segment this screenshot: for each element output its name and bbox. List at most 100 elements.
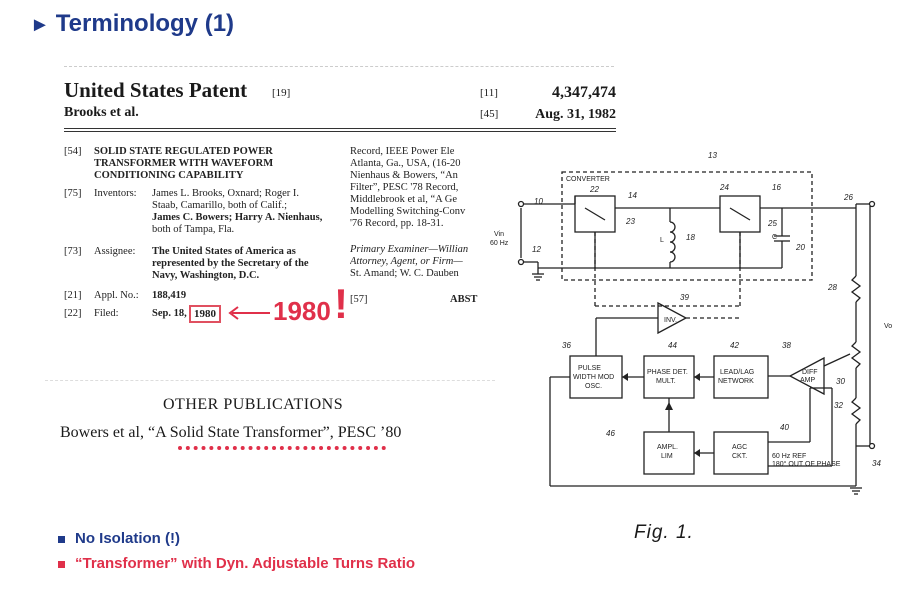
examiner-line: St. Amand; W. C. Dauben <box>350 268 459 279</box>
ref-number: 13 <box>708 151 717 160</box>
resistor-28 <box>850 275 862 303</box>
ref-number: 23 <box>625 217 635 226</box>
filed-date: Sep. 18, <box>152 308 187 319</box>
examiner-line: Primary Examiner—Willian <box>350 244 469 255</box>
ref-number: 14 <box>628 191 637 200</box>
bullet-text: “Transformer” with Dyn. Adjustable Turns… <box>75 555 416 572</box>
ref-line: Nienhaus & Bowers, “An <box>350 170 458 181</box>
bullet-square-icon <box>58 535 65 543</box>
ampl-label: LIM <box>661 453 673 460</box>
phase-detector-block <box>643 355 695 399</box>
pwm-label: PULSE <box>578 365 601 372</box>
field-line: James C. Bowers; Harry A. Nienhaus, <box>152 212 323 223</box>
ref-number: 39 <box>680 293 689 302</box>
field-line: Staab, Camarillo, both of Calif.; <box>152 200 288 211</box>
field-label: Appl. No.: <box>94 290 139 301</box>
field-line: James L. Brooks, Oxnard; Roger I. <box>152 188 299 199</box>
ref-number: 25 <box>767 219 777 228</box>
header-rule <box>64 131 616 132</box>
abstract-label: ABST <box>450 294 478 305</box>
slide-title-text: Terminology (1) <box>55 10 235 37</box>
bullet-square-icon <box>58 560 65 568</box>
ref-note: 60 Hz REF <box>772 453 806 460</box>
pwm-label: WIDTH MOD <box>573 374 614 381</box>
ref-number: 32 <box>834 401 843 410</box>
bullet-text: No Isolation (!) <box>75 530 180 547</box>
field-tag: [54] <box>64 146 82 157</box>
ref-number: 16 <box>772 183 781 192</box>
diff-label: AMP <box>800 377 816 384</box>
lead-label: NETWORK <box>718 378 754 385</box>
field-line: represented by the Secretary of the <box>152 258 309 269</box>
field-label: Inventors: <box>94 188 137 199</box>
phase-label: MULT. <box>656 378 676 385</box>
l-label: L <box>660 237 664 244</box>
phase-label: PHASE DET. <box>647 369 688 376</box>
ref-number: 42 <box>730 341 739 350</box>
ref-number: 38 <box>782 341 791 350</box>
ref-number: 40 <box>780 423 789 432</box>
lead-label: LEAD/LAG <box>720 369 754 376</box>
lead-lag-block <box>713 355 769 399</box>
ref-number: 26 <box>843 193 853 202</box>
patent-authors: Brooks et al. <box>64 105 139 120</box>
ref-line: Filter”, PESC '78 Record, <box>350 182 459 193</box>
converter-label: CONVERTER <box>566 176 610 183</box>
output-terminal <box>868 200 876 208</box>
field-tag: [75] <box>64 188 82 199</box>
resistor-32 <box>850 397 862 425</box>
ampl-label: AMPL. <box>657 444 678 451</box>
ref-line: Modelling Switching-Conv <box>350 206 466 217</box>
agc-label: AGC <box>732 444 747 451</box>
header-rule <box>64 128 616 129</box>
patent-title-ref: [19] <box>272 87 291 99</box>
field-tag: [22] <box>64 308 82 319</box>
diff-amp <box>788 356 825 396</box>
patent-number: 4,347,474 <box>552 84 616 101</box>
red-arrow <box>228 306 270 320</box>
field-title-line: SOLID STATE REGULATED POWER <box>94 146 273 157</box>
field-line: Navy, Washington, D.C. <box>152 270 260 281</box>
ref-number: 18 <box>686 233 695 242</box>
output-terminal <box>868 442 876 450</box>
vo-label: Vo <box>884 323 892 330</box>
input-terminal <box>517 200 525 208</box>
converter-box <box>561 171 813 281</box>
field-tag: [73] <box>64 246 82 257</box>
ref-number: 30 <box>836 377 845 386</box>
ref-note: 180° OUT OF PHASE <box>772 460 841 468</box>
ref-number: 28 <box>827 283 837 292</box>
ref-line: Record, IEEE Power Ele <box>350 146 455 157</box>
ref-number: 20 <box>795 243 805 252</box>
diff-label: DIFF <box>802 369 818 376</box>
pwm-label: OSC. <box>585 383 602 390</box>
ref-number: 34 <box>872 459 881 468</box>
circuit-diagram: CONVERTER Vin 60 Hz Vo L C INV. PULSE WI… <box>490 151 892 495</box>
c-label: C <box>772 234 777 241</box>
ref-number: 44 <box>668 341 677 350</box>
play-triangle-icon: ► <box>30 14 50 36</box>
ref-number: 36 <box>562 341 571 350</box>
ref-line: '76 Record, pp. 18-31. <box>350 218 444 229</box>
other-pub-text: Bowers et al, “A Solid State Transformer… <box>60 424 402 441</box>
potentiometer-30 <box>850 341 862 369</box>
field-tag: [21] <box>64 290 82 301</box>
ref-number: 12 <box>532 245 541 254</box>
bullet-transformer: “Transformer” with Dyn. Adjustable Turns… <box>58 555 415 572</box>
ref-number: 22 <box>589 185 599 194</box>
other-pub-heading: OTHER PUBLICATIONS <box>163 396 344 413</box>
abstract-tag: [57] <box>350 294 368 305</box>
filed-year-box: 1980 <box>189 305 221 323</box>
ref-line: Atlanta, Ga., USA, (16-20 <box>350 158 461 169</box>
ref-number: 24 <box>719 183 729 192</box>
field-label: Assignee: <box>94 246 136 257</box>
patent-right-column: Record, IEEE Power Ele Atlanta, Ga., USA… <box>350 146 482 306</box>
figure-caption: Fig. 1. <box>634 522 694 543</box>
ref-line: Middlebrook et al, “A Ge <box>350 194 458 205</box>
patent-title: United States Patent <box>64 78 248 102</box>
input-terminal <box>517 258 525 266</box>
field-label: Filed: <box>94 308 119 319</box>
inv-label: INV. <box>664 317 677 324</box>
patent-number-ref: [11] <box>480 87 498 99</box>
annotation-exclaim: ! <box>334 280 348 327</box>
